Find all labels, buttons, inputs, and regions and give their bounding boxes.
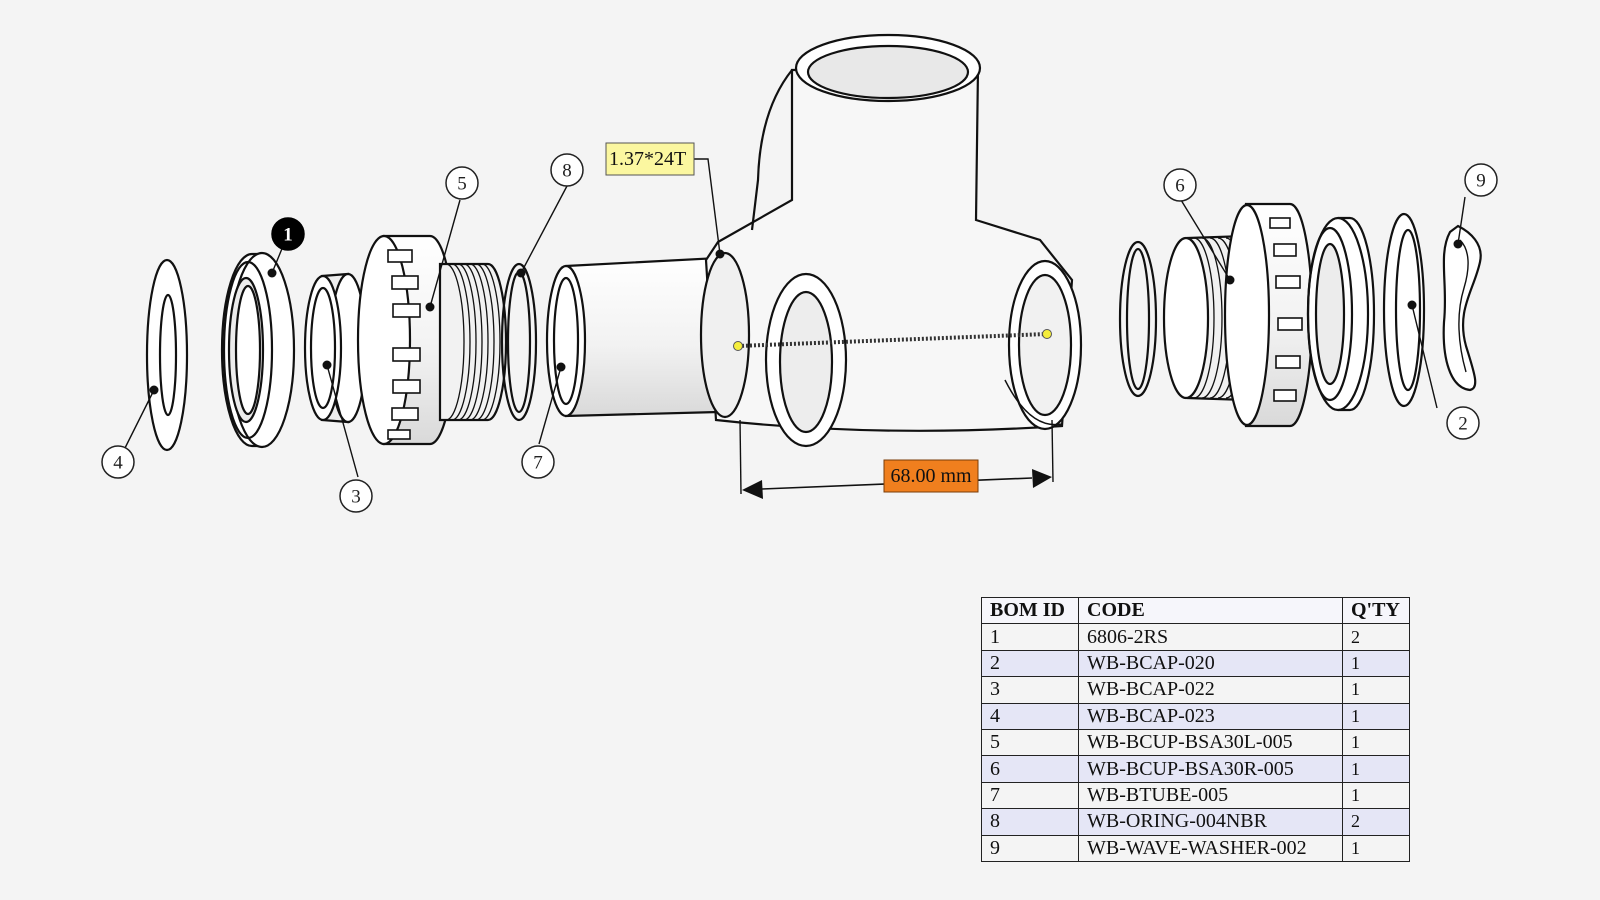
bom-qty: 1 (1342, 649, 1410, 678)
balloon-9-label: 9 (1476, 171, 1486, 192)
balloon-1[interactable]: 1 (271, 217, 305, 251)
bom-code: WB-WAVE-WASHER-002 (1078, 834, 1343, 862)
dimension-label: 68.00 mm (890, 465, 972, 487)
bom-header-code: CODE (1078, 596, 1343, 625)
bom-row[interactable]: 4 WB-BCAP-023 1 (981, 702, 1410, 730)
balloon-6-label: 6 (1175, 176, 1185, 197)
bom-qty: 1 (1342, 781, 1410, 810)
bom-id: 6 (981, 755, 1079, 783)
bom-row[interactable]: 3 WB-BCAP-022 1 (981, 676, 1410, 704)
balloon-9[interactable]: 9 (1464, 163, 1498, 197)
bom-code: 6806-2RS (1078, 623, 1343, 651)
bom-row[interactable]: 5 WB-BCUP-BSA30L-005 1 (981, 728, 1410, 757)
leader-dots (149, 239, 1463, 395)
dimension-measurement[interactable]: 68.00 mm (733, 329, 1054, 500)
bom-id: 5 (981, 728, 1079, 757)
bom-header-row: BOM ID CODE Q'TY (981, 596, 1410, 625)
frame-shell[interactable] (699, 33, 1083, 448)
part-bearing-right[interactable] (1306, 216, 1376, 412)
balloon-7-label: 7 (533, 453, 543, 474)
bom-table: BOM ID CODE Q'TY 1 6806-2RS 2 2 WB-BCAP-… (981, 596, 1410, 862)
bom-row[interactable]: 8 WB-ORING-004NBR 2 (981, 808, 1410, 836)
bom-qty: 2 (1342, 623, 1410, 651)
part-bearing-cup-right-6[interactable] (1118, 202, 1314, 428)
part-wave-washer-9[interactable] (1442, 224, 1482, 392)
thread-callout[interactable]: 1.37*24T (605, 142, 695, 176)
bom-id: 7 (981, 781, 1079, 810)
bom-qty: 1 (1342, 676, 1410, 704)
balloon-6[interactable]: 6 (1163, 168, 1197, 202)
balloon-5-label: 5 (457, 174, 467, 195)
bom-code: WB-BCUP-BSA30L-005 (1078, 728, 1343, 757)
balloon-8[interactable]: 8 (550, 153, 584, 187)
part-washer-4[interactable] (145, 258, 189, 452)
bom-qty: 1 (1342, 728, 1410, 757)
part-bb-tube-7[interactable] (545, 256, 720, 418)
part-bearing-cap-2[interactable] (1382, 212, 1426, 408)
balloon-7[interactable]: 7 (521, 445, 555, 479)
bom-code: WB-BCAP-022 (1078, 676, 1343, 704)
part-bearing-cap-3[interactable] (303, 272, 368, 424)
balloon-3[interactable]: 3 (339, 479, 373, 513)
bom-qty: 1 (1342, 834, 1410, 862)
bom-row[interactable]: 6 WB-BCUP-BSA30R-005 1 (981, 755, 1410, 783)
balloon-8-label: 8 (562, 161, 572, 182)
bom-code: WB-ORING-004NBR (1078, 808, 1343, 836)
bom-code: WB-BTUBE-005 (1078, 781, 1343, 810)
bom-id: 3 (981, 676, 1079, 704)
bom-header-qty: Q'TY (1342, 596, 1410, 625)
bom-qty: 1 (1342, 702, 1410, 730)
bom-id: 2 (981, 649, 1079, 678)
bom-qty: 2 (1342, 808, 1410, 836)
balloon-5[interactable]: 5 (445, 166, 479, 200)
part-bearing-cup-left-5[interactable] (356, 234, 508, 446)
bom-header-id: BOM ID (981, 596, 1079, 625)
balloon-1-label: 1 (283, 225, 293, 246)
thread-callout-label: 1.37*24T (609, 148, 686, 170)
bom-row[interactable]: 9 WB-WAVE-WASHER-002 1 (981, 834, 1410, 862)
bom-row[interactable]: 2 WB-BCAP-020 1 (981, 649, 1410, 678)
bom-row[interactable]: 7 WB-BTUBE-005 1 (981, 781, 1410, 810)
bom-code: WB-BCUP-BSA30R-005 (1078, 755, 1343, 783)
balloon-2[interactable]: 2 (1446, 406, 1480, 440)
bom-code: WB-BCAP-020 (1078, 649, 1343, 678)
bom-code: WB-BCAP-023 (1078, 702, 1343, 730)
part-bearing-1[interactable] (220, 251, 296, 449)
bom-row[interactable]: 1 6806-2RS 2 (981, 623, 1410, 651)
leader-lines (124, 158, 1466, 478)
bom-id: 1 (981, 623, 1079, 651)
balloon-4-label: 4 (113, 453, 123, 474)
bom-id: 9 (981, 834, 1079, 862)
balloon-2-label: 2 (1458, 414, 1468, 435)
balloon-3-label: 3 (351, 487, 361, 508)
bom-id: 4 (981, 702, 1079, 730)
bom-id: 8 (981, 808, 1079, 836)
bom-qty: 1 (1342, 755, 1410, 783)
part-oring-8[interactable] (500, 262, 538, 422)
balloon-4[interactable]: 4 (101, 445, 135, 479)
